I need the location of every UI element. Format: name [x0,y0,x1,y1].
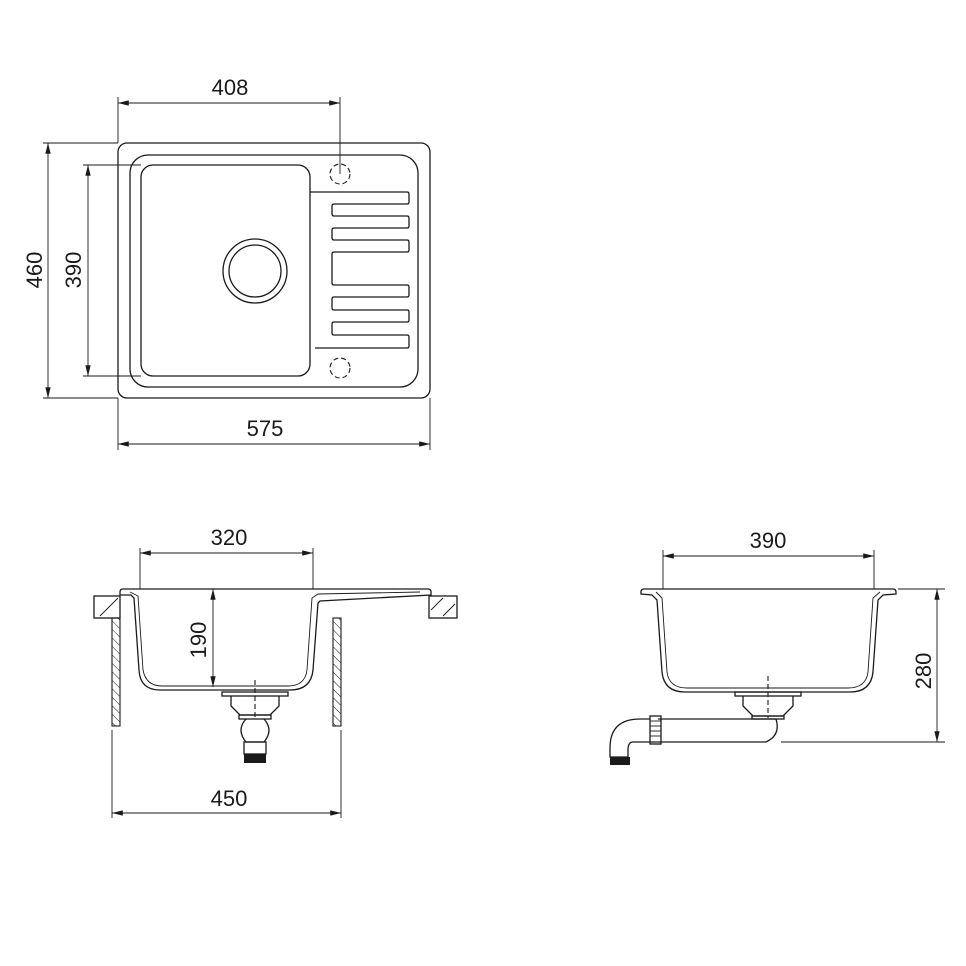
top-view: 408 575 460 390 [22,75,431,450]
dim-cabinet-width: 450 [211,786,248,811]
sink-outer-edge [117,142,431,399]
countertop-left [93,595,121,619]
dim-overall-width: 575 [247,416,284,441]
dim-bowl-height: 190 [186,622,211,659]
drain-inner-icon [228,244,282,298]
countertop-right [428,595,458,619]
trap-icon [240,718,270,743]
drainboard-grooves [310,191,410,349]
dim-front-bowl-width: 320 [211,525,248,550]
sink-profile-front [119,588,432,691]
pipe-nut [649,715,662,745]
dim-tap-hole-offset: 408 [212,75,249,100]
cabinet-wall-left [111,617,121,727]
sink-profile-side [640,588,897,693]
tap-hole-top [329,163,351,185]
drain-outer-icon [222,238,288,304]
dim-side-bowl-width: 390 [750,528,787,553]
bowl-outline [140,164,311,377]
side-section: 390 280 [609,528,945,765]
cabinet-wall-right [332,617,342,727]
tap-hole-bottom [329,357,351,379]
sink-inner-rim [129,154,419,388]
drain-pipe [609,718,778,758]
dim-bowl-depth: 390 [61,252,86,289]
dim-overall-depth: 460 [22,252,47,289]
dim-overall-height: 280 [911,653,936,690]
front-section: 320 190 450 [93,525,458,818]
